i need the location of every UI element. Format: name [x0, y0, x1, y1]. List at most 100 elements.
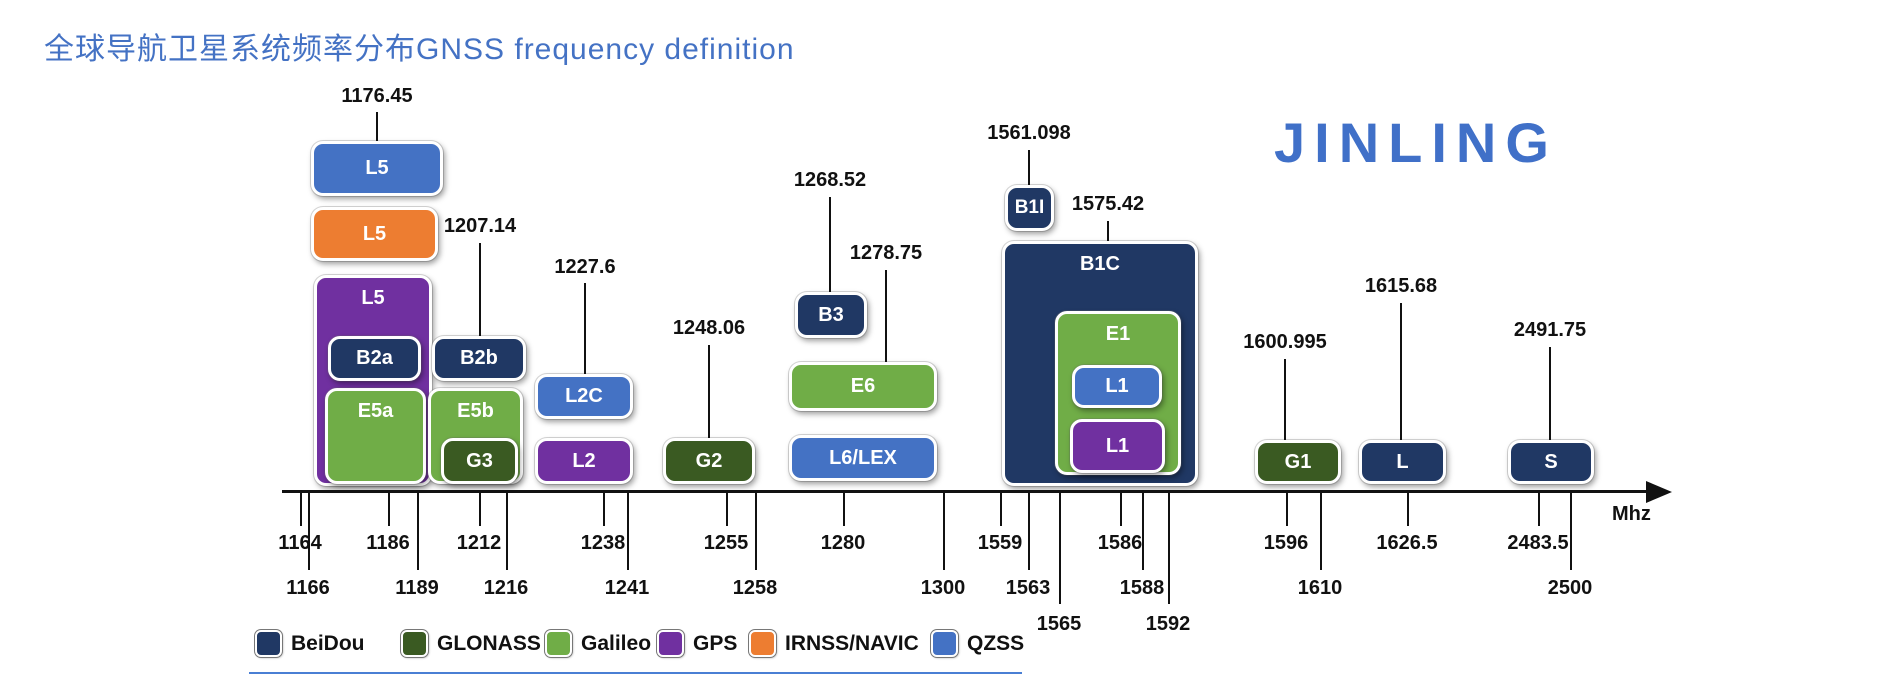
- band-l1-qzss: L1: [1072, 365, 1162, 408]
- callout-1207-14: 1207.14: [443, 215, 517, 237]
- band-b2b: B2b: [432, 336, 526, 381]
- band-l1-gps: L1: [1070, 419, 1165, 473]
- callout-1268-52: 1268.52: [793, 169, 867, 191]
- axis-label-1238: 1238: [580, 532, 626, 554]
- tick-2500: [1570, 492, 1572, 570]
- qzss-swatch-icon: [931, 630, 958, 657]
- callout-2491-75: 2491.75: [1513, 319, 1587, 341]
- callout-1575-42: 1575.42: [1071, 193, 1145, 215]
- callout-1176-45: 1176.45: [341, 85, 413, 107]
- callout-line-1227-6: [584, 283, 586, 374]
- axis-label-1559: 1559: [977, 532, 1023, 554]
- axis-label-2500: 2500: [1547, 577, 1593, 599]
- band-g2: G2: [663, 438, 755, 484]
- axis-label-1565: 1565: [1036, 613, 1082, 635]
- tick-1626-5: [1407, 492, 1409, 526]
- legend-label-gps: GPS: [693, 631, 738, 655]
- tick-1164: [300, 492, 302, 526]
- axis-label-1626-5: 1626.5: [1376, 532, 1438, 554]
- tick-1586: [1120, 492, 1122, 526]
- band-l: L: [1359, 440, 1446, 484]
- legend-item-qzss: QZSS: [931, 630, 1024, 657]
- axis-label-1586: 1586: [1097, 532, 1143, 554]
- axis-label-1189: 1189: [395, 577, 439, 599]
- callout-1615-68: 1615.68: [1364, 275, 1438, 297]
- axis-label-1592: 1592: [1145, 613, 1191, 635]
- legend-item-gps: GPS: [657, 630, 737, 657]
- legend-label-irnss-navic: IRNSS/NAVIC: [785, 631, 919, 655]
- tick-1166: [308, 492, 310, 570]
- callout-line-1248-06: [708, 345, 710, 438]
- tick-1592: [1168, 492, 1170, 604]
- callout-line-1207-14: [479, 243, 481, 336]
- tick-1189: [417, 492, 419, 570]
- axis-label-1255: 1255: [703, 532, 749, 554]
- tick-1238: [603, 492, 605, 526]
- callout-1278-75: 1278.75: [849, 242, 923, 264]
- tick-1559: [1000, 492, 1002, 526]
- frequency-axis-arrow-icon: [1646, 481, 1672, 503]
- legend-item-galileo: Galileo: [545, 630, 651, 657]
- callout-line-1278-75: [885, 270, 887, 362]
- galileo-swatch-icon: [545, 630, 572, 657]
- axis-label-2483-5: 2483.5: [1507, 532, 1569, 554]
- legend-label-qzss: QZSS: [967, 631, 1025, 655]
- legend-label-glonass: GLONASS: [437, 631, 541, 655]
- legend-label-galileo: Galileo: [581, 631, 652, 655]
- axis-label-1610: 1610: [1297, 577, 1343, 599]
- brand-logo: JINLING: [1274, 111, 1558, 174]
- band-l6lex: L6/LEX: [789, 435, 937, 481]
- band-b2a: B2a: [328, 336, 421, 381]
- axis-label-1216: 1216: [483, 577, 529, 599]
- irnss-navic-swatch-icon: [749, 630, 776, 657]
- axis-label-1596: 1596: [1263, 532, 1309, 554]
- callout-line-1615-68: [1400, 303, 1402, 440]
- band-e5a: E5a: [325, 388, 426, 484]
- band-l2c: L2C: [535, 374, 633, 419]
- legend-label-beidou: BeiDou: [291, 631, 365, 655]
- axis-label-1241: 1241: [604, 577, 650, 599]
- legend-item-glonass: GLONASS: [401, 630, 541, 657]
- callout-line-1575-42: [1107, 221, 1109, 241]
- tick-1300: [943, 492, 945, 570]
- callout-1561-098: 1561.098: [987, 122, 1071, 144]
- band-l2: L2: [535, 438, 633, 484]
- tick-1241: [627, 492, 629, 570]
- tick-1186: [388, 492, 390, 526]
- band-g1: G1: [1255, 440, 1341, 484]
- tick-1212: [479, 492, 481, 526]
- axis-label-1164: 1164: [278, 532, 322, 554]
- callout-1227-6: 1227.6: [554, 256, 616, 278]
- callout-line-1600-995: [1284, 359, 1286, 440]
- axis-label-1588: 1588: [1119, 577, 1165, 599]
- axis-label-1212: 1212: [456, 532, 502, 554]
- band-b3: B3: [795, 292, 867, 338]
- tick-1563: [1028, 492, 1030, 570]
- tick-1255: [726, 492, 728, 526]
- tick-1565: [1059, 492, 1061, 604]
- gps-swatch-icon: [657, 630, 684, 657]
- tick-1596: [1286, 492, 1288, 526]
- tick-1588: [1142, 492, 1144, 570]
- tick-1258: [755, 492, 757, 570]
- axis-label-1563: 1563: [1005, 577, 1051, 599]
- callout-line-2491-75: [1549, 347, 1551, 440]
- tick-2483-5: [1538, 492, 1540, 526]
- legend-item-irnss-navic: IRNSS/NAVIC: [749, 630, 919, 657]
- tick-1216: [506, 492, 508, 570]
- tick-1280: [843, 492, 845, 526]
- axis-label-1166: 1166: [286, 577, 330, 599]
- callout-1248-06: 1248.06: [672, 317, 746, 339]
- axis-label-1300: 1300: [920, 577, 966, 599]
- page-title: 全球导航卫星系统频率分布GNSS frequency definition: [44, 33, 795, 66]
- tick-1610: [1320, 492, 1322, 570]
- callout-line-1176-45: [376, 112, 378, 141]
- frequency-axis: [282, 490, 1654, 493]
- axis-label-1258: 1258: [732, 577, 778, 599]
- callout-line-1561-098: [1028, 150, 1030, 185]
- band-l5-irnss: L5: [311, 207, 438, 261]
- legend-item-beidou: BeiDou: [255, 630, 365, 657]
- band-s: S: [1508, 440, 1594, 484]
- axis-unit-label: Mhz: [1612, 503, 1651, 525]
